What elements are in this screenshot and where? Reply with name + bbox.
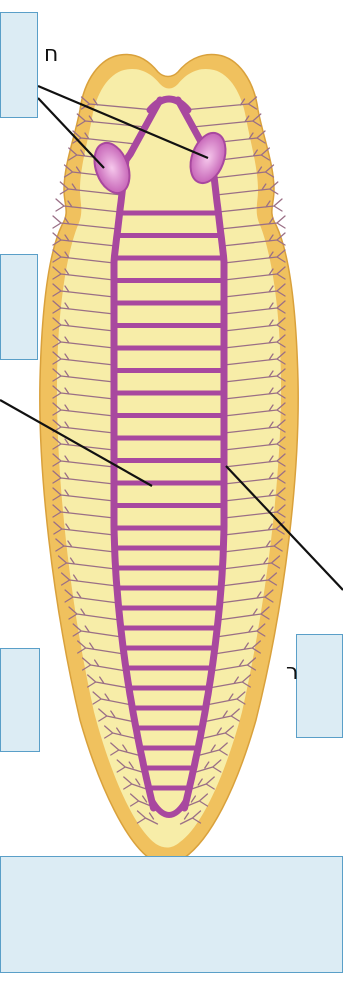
- label-box-bottom[interactable]: [0, 856, 343, 973]
- label-box-top-left[interactable]: [0, 12, 38, 118]
- label-box-lower-left[interactable]: [0, 648, 40, 752]
- label-box-lower-right[interactable]: [296, 634, 343, 738]
- text-fragment-top-right: ח: [44, 44, 58, 66]
- label-box-mid-left[interactable]: [0, 254, 38, 360]
- text-fragment-mid-right: ר: [286, 662, 298, 684]
